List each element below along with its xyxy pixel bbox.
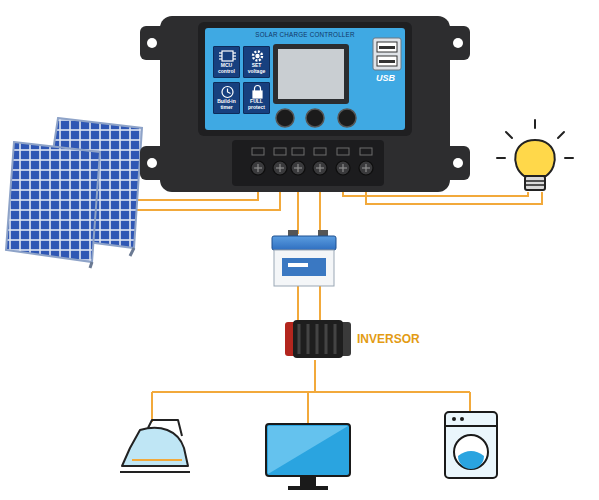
controller-panel: SOLAR CHARGE CONTROLLER MCU control SET vo…: [205, 28, 405, 130]
lcd-bezel: [273, 44, 349, 104]
light-bulb: [497, 120, 573, 190]
solar-panels: [6, 118, 142, 268]
feature-label: FULL protect: [244, 99, 269, 111]
lock-icon: [244, 84, 271, 99]
inverter-body: [285, 318, 351, 360]
feature-icon: MCU control: [213, 46, 240, 78]
buttons: [276, 109, 356, 127]
feature-icon: Build-in timer: [213, 82, 240, 114]
feature-icon: SET voltage: [243, 46, 270, 78]
usb-ports: [373, 38, 401, 70]
feature-label: Build-in timer: [214, 99, 239, 111]
lcd-screen: [278, 49, 344, 99]
controller-face: [205, 28, 405, 130]
port-label: USB: [376, 73, 395, 83]
feature-icon: FULL protect: [243, 82, 270, 114]
monitor-icon: [266, 424, 350, 490]
clock-icon: [214, 84, 241, 99]
inverter-label: INVERSOR: [357, 332, 420, 346]
panel-title: SOLAR CHARGE CONTROLLER: [205, 28, 405, 38]
iron-icon: [120, 420, 190, 472]
feature-label: MCU control: [214, 63, 239, 75]
washer-icon: [445, 412, 497, 478]
inverter-box: INVERSOR: [285, 318, 351, 360]
wires: [112, 186, 542, 424]
feature-label: SET voltage: [244, 63, 269, 75]
battery: [272, 230, 336, 286]
controller-housing: [140, 16, 470, 192]
gear-icon: [244, 48, 271, 63]
chip-icon: [214, 48, 241, 63]
